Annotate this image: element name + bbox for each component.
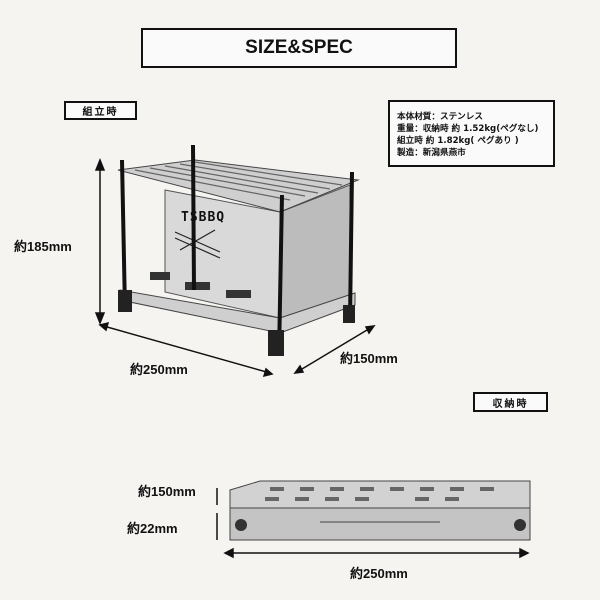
assembled-depth-label: 約150mm <box>340 351 398 366</box>
assembled-width-label: 約250mm <box>130 362 188 377</box>
assembled-label: 組立時 <box>64 101 137 120</box>
stored-depth-label: 約150mm <box>138 484 196 499</box>
brand-logo: TSBBQ <box>181 210 226 225</box>
stored-grill <box>229 480 531 541</box>
stored-label: 収納時 <box>473 392 548 412</box>
spec-manufacture: 製造：新潟県燕市 <box>397 148 466 158</box>
feet <box>118 290 355 356</box>
stored-height-label: 約22mm <box>127 521 178 536</box>
dimension-arrows <box>94 157 530 559</box>
spec-box: 本体材質：ステンレス 重量：収納時 約 1.52kg(ペグなし) 組立時 約 1… <box>388 100 555 167</box>
grill-body <box>117 159 360 334</box>
assembled-height-label: 約185mm <box>14 239 72 254</box>
spec-weight-stored: 重量：収納時 約 1.52kg(ペグなし) <box>397 124 539 134</box>
stored-width-label: 約250mm <box>350 566 408 581</box>
pegs <box>120 144 354 356</box>
page-title: SIZE&SPEC <box>141 28 457 68</box>
spec-weight-assembled: 組立時 約 1.82kg( ペグあり ) <box>397 136 519 146</box>
spec-material: 本体材質：ステンレス <box>397 112 483 122</box>
